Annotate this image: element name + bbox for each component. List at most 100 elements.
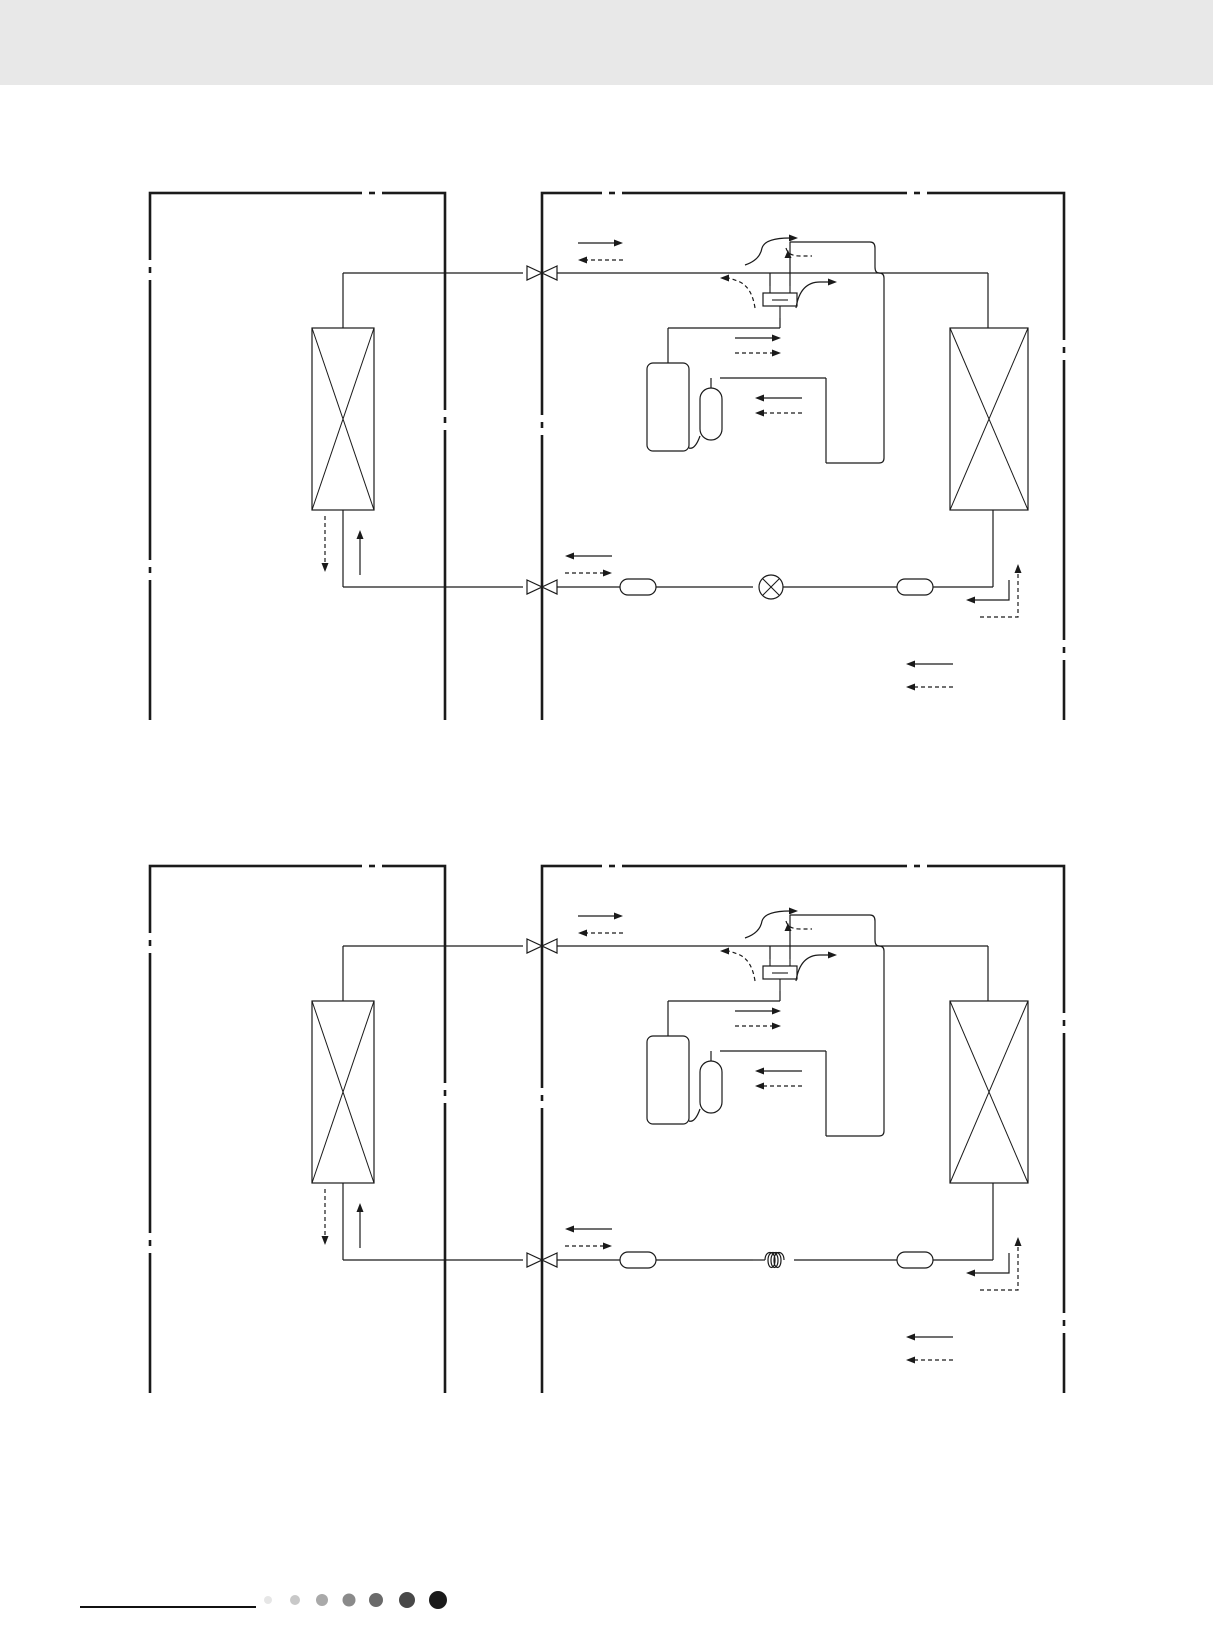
valve-half [542, 939, 557, 953]
cooling-flow-arrow [906, 1334, 953, 1341]
heating-flow-curve [980, 572, 1018, 617]
arrow-head [1015, 564, 1022, 573]
accumulator-icon [700, 388, 722, 440]
arrow-head [772, 1008, 781, 1015]
cooling-flow-curve [796, 955, 830, 981]
unit-boundary-line [150, 193, 445, 720]
arrow-head [755, 395, 764, 402]
cooling-flow-arrow [735, 335, 781, 342]
heating-flow-arrow [906, 684, 953, 691]
four-way-valve-icon [763, 286, 797, 318]
electronic-expansion-valve-icon [759, 575, 783, 599]
arrow-head [720, 948, 729, 955]
arrow-head [755, 1068, 764, 1075]
unit-boundary [147, 190, 448, 720]
heat-exchanger-icon [312, 328, 374, 510]
valve-half [527, 1253, 542, 1267]
arrow-head [828, 952, 837, 959]
pipe [689, 1109, 700, 1121]
valve-half [527, 266, 542, 280]
progress-dot [369, 1593, 383, 1607]
cooling-flow-arrow [578, 240, 623, 247]
valve-half [527, 580, 542, 594]
arrow-head [828, 279, 837, 286]
arrow-head [966, 597, 975, 604]
cooling-flow-arrow [357, 1203, 364, 1248]
heating-flow-curve [728, 278, 755, 308]
footer-dots-svg [0, 1580, 1213, 1620]
arrow-head [755, 1083, 764, 1090]
arrow-head [906, 684, 915, 691]
compressor-icon [647, 363, 689, 451]
valve-half [542, 266, 557, 280]
cooling-flow-curve [745, 238, 790, 265]
arrow-head [906, 1357, 915, 1364]
strainer-icon [620, 1252, 656, 1268]
cooling-flow-curve [796, 282, 830, 308]
arrow-head [578, 257, 587, 264]
arrow-head [603, 1243, 612, 1250]
arrow-head [565, 553, 574, 560]
progress-dot [316, 1594, 328, 1606]
cooling-flow-curve [745, 911, 790, 938]
heating-flow-arrow [735, 350, 781, 357]
diagram-svg [0, 833, 1213, 1393]
valve-half [527, 939, 542, 953]
progress-dot [264, 1596, 272, 1604]
strainer-icon [620, 579, 656, 595]
unit-boundary [147, 863, 448, 1393]
heating-flow-arrow [322, 516, 329, 572]
arrow-head [578, 930, 587, 937]
valve-half [542, 580, 557, 594]
heating-flow-arrow [565, 570, 612, 577]
heat-exchanger-icon [312, 1001, 374, 1183]
pipe [826, 915, 884, 1136]
arrow-head [789, 908, 798, 915]
arrow-head [906, 661, 915, 668]
arrow-head [772, 350, 781, 357]
arrow-head [1015, 1237, 1022, 1246]
heat-exchanger-icon [950, 328, 1028, 510]
heating-flow-arrow [565, 1243, 612, 1250]
heating-flow-arrow [578, 257, 623, 264]
compressor-icon [647, 1036, 689, 1124]
heating-flow-arrow [578, 930, 623, 937]
footer-progress-dots [0, 1580, 1213, 1620]
progress-dot [343, 1594, 356, 1607]
pipe [974, 1253, 1009, 1273]
valve-half [542, 1253, 557, 1267]
cooling-flow-arrow [755, 1068, 802, 1075]
arrow-head [565, 1226, 574, 1233]
strainer-icon [897, 579, 933, 595]
heating-flow-curve [980, 1245, 1018, 1290]
arrow-head [614, 913, 623, 920]
arrow-head [906, 1334, 915, 1341]
arrow-head [772, 1023, 781, 1030]
arrow-head [614, 240, 623, 247]
arrow-head [357, 530, 364, 539]
progress-dot [399, 1592, 415, 1608]
arrow-head [966, 1270, 975, 1277]
unit-boundary-line [150, 866, 445, 1393]
progress-dot [290, 1595, 300, 1605]
arrow-head [789, 235, 798, 242]
heating-flow-arrow [755, 410, 802, 417]
arrow-head [357, 1203, 364, 1212]
pipe [974, 580, 1009, 600]
cooling-flow-arrow [735, 1008, 781, 1015]
cooling-flow-arrow [755, 395, 802, 402]
arrow-head [322, 563, 329, 572]
cooling-flow-arrow [357, 530, 364, 575]
cooling-flow-arrow [565, 1226, 612, 1233]
cooling-flow-arrow [578, 913, 623, 920]
accumulator-icon [700, 1061, 722, 1113]
progress-dot [429, 1591, 447, 1609]
header-band [0, 0, 1213, 85]
capillary-coil-icon [765, 1253, 784, 1268]
arrow-head [720, 275, 729, 282]
arrow-head [772, 335, 781, 342]
four-way-valve-icon [763, 959, 797, 991]
heating-flow-arrow [322, 1189, 329, 1245]
arrow-head [755, 410, 764, 417]
diagram-svg [0, 160, 1213, 720]
